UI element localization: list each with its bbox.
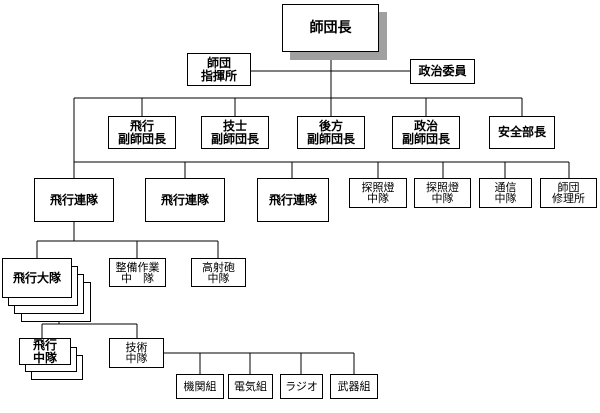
aa-company-box: 高射砲 中隊 (191, 258, 246, 287)
regiment-box-3: 飛行連隊 (257, 178, 329, 222)
security-chief-box: 安全部長 (489, 116, 555, 149)
radio-section-box: ラジオ (280, 374, 323, 399)
commander-box: 師団長 (282, 4, 379, 52)
repair-shop-box: 師団 修理所 (540, 178, 597, 208)
maintenance-company-box: 整備作業 中 隊 (109, 258, 166, 287)
regiment-box-2: 飛行連隊 (145, 178, 225, 222)
flight-group-box: 飛行大隊 (2, 258, 72, 298)
vice-tech-box: 技士 副師団長 (201, 116, 269, 149)
searchlight-company-box-1: 探照燈 中隊 (349, 178, 407, 208)
vice-rear-box: 後方 副師団長 (297, 116, 365, 149)
commissar-box: 政治委員 (410, 59, 475, 84)
comm-company-box: 通信 中隊 (479, 178, 532, 208)
regiment-box-1: 飛行連隊 (34, 178, 114, 222)
searchlight-company-box-2: 探照燈 中隊 (414, 178, 471, 208)
vice-politics-box: 政治 副師団長 (392, 116, 460, 149)
hq-box: 師団 指揮所 (187, 53, 251, 86)
vice-flight-box: 飛行 副師団長 (108, 116, 176, 149)
tech-company-box: 技術 中隊 (109, 338, 164, 368)
engine-section-box: 機関組 (176, 374, 224, 399)
flight-company-box: 飛行 中隊 (19, 338, 71, 365)
weapons-section-box: 武器組 (330, 374, 378, 399)
electric-section-box: 電気組 (228, 374, 273, 399)
